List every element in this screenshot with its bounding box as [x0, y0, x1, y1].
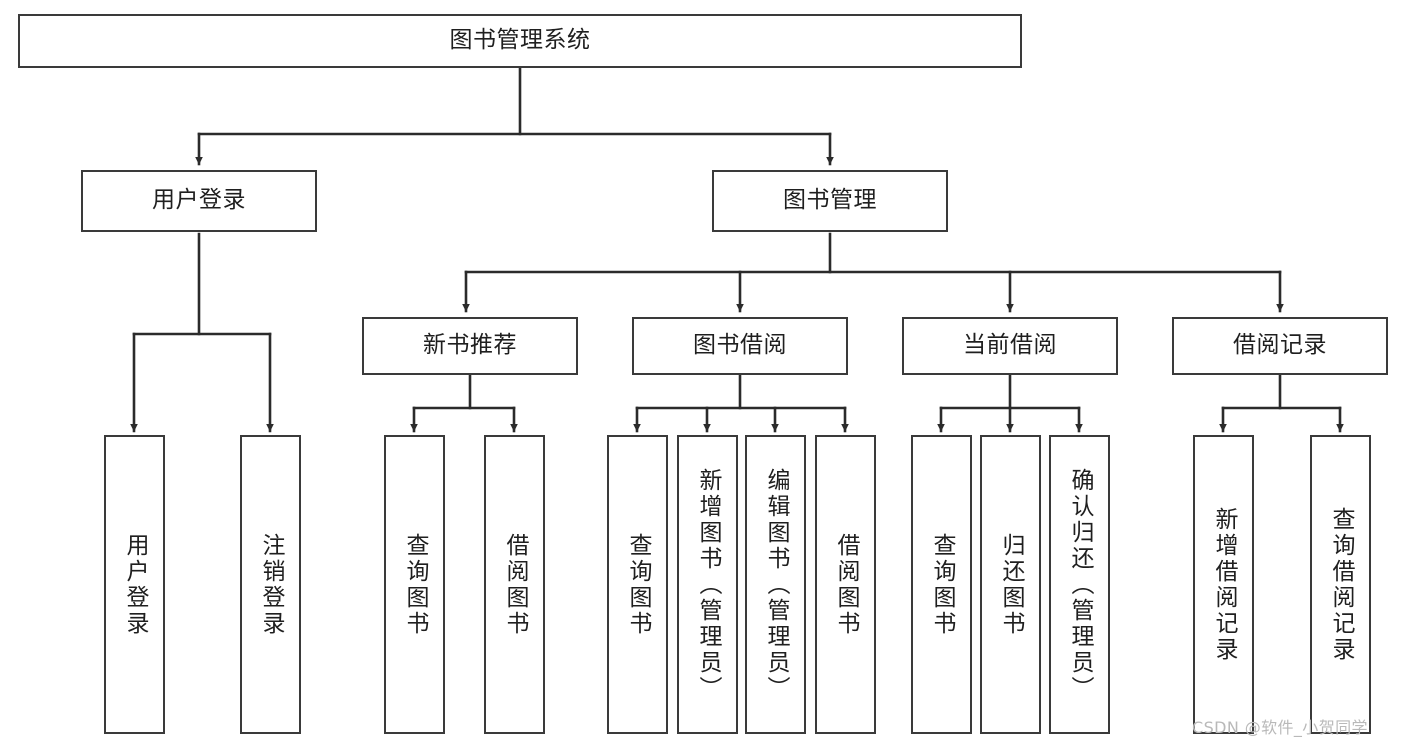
node-book-borrow-label: 图书借阅	[693, 332, 787, 359]
node-current-borrow-label: 当前借阅	[963, 332, 1057, 359]
node-leaf-borrow-book-1[interactable]: 借阅图书	[484, 435, 545, 734]
node-leaf-add-book[interactable]: 新增图书（管理员）	[677, 435, 738, 734]
node-leaf-edit-book-label: 编辑图书（管理员）	[763, 467, 789, 702]
node-leaf-query-book-1-label: 查询图书	[402, 532, 428, 637]
node-borrow-record-label: 借阅记录	[1233, 332, 1327, 359]
csdn-watermark: CSDN @软件_小贺同学	[1192, 718, 1368, 737]
node-leaf-user-login[interactable]: 用户登录	[104, 435, 165, 734]
node-leaf-edit-book[interactable]: 编辑图书（管理员）	[745, 435, 806, 734]
node-user-login-label: 用户登录	[152, 187, 246, 214]
node-leaf-add-book-label: 新增图书（管理员）	[695, 467, 721, 702]
node-leaf-add-record[interactable]: 新增借阅记录	[1193, 435, 1254, 734]
node-leaf-borrow-book-2-label: 借阅图书	[833, 532, 859, 637]
node-leaf-confirm-return[interactable]: 确认归还（管理员）	[1049, 435, 1110, 734]
node-leaf-return-book[interactable]: 归还图书	[980, 435, 1041, 734]
node-leaf-add-record-label: 新增借阅记录	[1211, 506, 1237, 663]
node-root-label: 图书管理系统	[449, 27, 591, 54]
node-book-management[interactable]: 图书管理	[712, 170, 948, 232]
node-borrow-record[interactable]: 借阅记录	[1172, 317, 1388, 375]
node-leaf-query-record-label: 查询借阅记录	[1328, 506, 1354, 663]
node-leaf-confirm-return-label: 确认归还（管理员）	[1067, 467, 1093, 702]
node-user-login[interactable]: 用户登录	[81, 170, 317, 232]
node-leaf-user-login-label: 用户登录	[122, 532, 148, 637]
node-book-borrow[interactable]: 图书借阅	[632, 317, 848, 375]
node-book-management-label: 图书管理	[783, 187, 877, 214]
node-leaf-query-book-1[interactable]: 查询图书	[384, 435, 445, 734]
node-root[interactable]: 图书管理系统	[18, 14, 1022, 68]
node-leaf-query-book-2[interactable]: 查询图书	[607, 435, 668, 734]
node-leaf-return-book-label: 归还图书	[998, 532, 1024, 637]
node-leaf-logout[interactable]: 注销登录	[240, 435, 301, 734]
node-leaf-query-book-3[interactable]: 查询图书	[911, 435, 972, 734]
node-current-borrow[interactable]: 当前借阅	[902, 317, 1118, 375]
node-leaf-query-book-3-label: 查询图书	[929, 532, 955, 637]
node-new-book-recommend-label: 新书推荐	[423, 332, 517, 359]
node-leaf-borrow-book-1-label: 借阅图书	[502, 532, 528, 637]
node-leaf-logout-label: 注销登录	[258, 532, 284, 637]
node-leaf-borrow-book-2[interactable]: 借阅图书	[815, 435, 876, 734]
node-new-book-recommend[interactable]: 新书推荐	[362, 317, 578, 375]
node-leaf-query-book-2-label: 查询图书	[625, 532, 651, 637]
node-leaf-query-record[interactable]: 查询借阅记录	[1310, 435, 1371, 734]
